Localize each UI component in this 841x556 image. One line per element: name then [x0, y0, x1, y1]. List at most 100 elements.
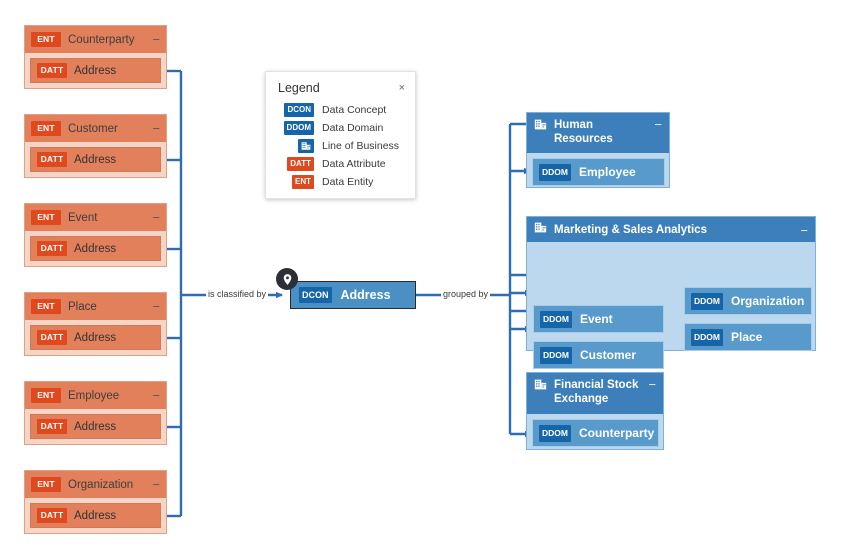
legend-title: Legend — [278, 81, 320, 95]
entity-header[interactable]: ENT Employee − — [25, 382, 166, 409]
close-icon[interactable]: × — [398, 81, 405, 94]
datt-badge: DATT — [37, 62, 67, 79]
entity-card[interactable]: ENT Event − DATT Address — [24, 203, 167, 267]
ddom-badge: DDOM — [283, 121, 314, 135]
entity-card[interactable]: ENT Place − DATT Address — [24, 292, 167, 356]
ent-badge: ENT — [31, 387, 61, 404]
data-domain-node-place[interactable]: DDOM Place — [684, 323, 812, 351]
collapse-toggle[interactable]: − — [152, 477, 160, 492]
line-of-business-financial-stock-exchange[interactable]: Financial Stock Exchange − DDOM Counterp… — [526, 372, 664, 450]
legend-key: DDOM — [278, 121, 314, 135]
attribute-row[interactable]: DATT Address — [30, 58, 161, 83]
attribute-row[interactable]: DATT Address — [30, 236, 161, 261]
data-domain-node-organization[interactable]: DDOM Organization — [684, 287, 812, 315]
data-domain-node-employee[interactable]: DDOM Employee — [532, 158, 665, 186]
entity-title: Organization — [68, 478, 134, 491]
edge-label-grouped-by: grouped by — [441, 289, 491, 300]
data-domain-node-customer[interactable]: DDOM Customer — [533, 341, 664, 369]
lob-header[interactable]: Human Resources − — [527, 113, 669, 153]
dcon-badge: DCON — [299, 287, 332, 303]
ent-badge: ENT — [31, 209, 61, 226]
lob-header[interactable]: Financial Stock Exchange − — [527, 373, 663, 414]
data-domain-label: Employee — [578, 165, 636, 179]
legend-key: DATT — [278, 157, 314, 171]
ent-badge: ENT — [292, 175, 314, 189]
collapse-toggle[interactable]: − — [152, 299, 160, 314]
data-domain-node-event[interactable]: DDOM Event — [533, 305, 664, 333]
legend-label: Line of Business — [322, 140, 400, 152]
legend-header: Legend × — [266, 72, 415, 97]
entity-body: DATT Address — [25, 142, 166, 177]
ddom-badge: DDOM — [540, 310, 572, 328]
datt-badge: DATT — [37, 151, 67, 168]
attribute-label: Address — [74, 420, 117, 433]
collapse-toggle[interactable]: − — [152, 210, 160, 225]
lob-body: DDOM Counterparty — [527, 414, 663, 449]
building-icon — [534, 221, 547, 239]
attribute-row[interactable]: DATT Address — [30, 147, 161, 172]
building-icon — [534, 378, 547, 396]
collapse-toggle[interactable]: − — [648, 377, 656, 392]
legend-key — [278, 139, 314, 153]
attribute-row[interactable]: DATT Address — [30, 503, 161, 528]
entity-header[interactable]: ENT Customer − — [25, 115, 166, 142]
ddom-badge: DDOM — [540, 346, 572, 364]
legend-panel[interactable]: Legend × DCON Data Concept DDOM Data Dom… — [265, 71, 416, 199]
entity-card[interactable]: ENT Organization − DATT Address — [24, 470, 167, 534]
attribute-row[interactable]: DATT Address — [30, 325, 161, 350]
entity-header[interactable]: ENT Organization − — [25, 471, 166, 498]
entity-card[interactable]: ENT Employee − DATT Address — [24, 381, 167, 445]
lob-title: Marketing & Sales Analytics — [554, 224, 707, 236]
entity-card[interactable]: ENT Customer − DATT Address — [24, 114, 167, 178]
collapse-toggle[interactable]: − — [800, 222, 808, 238]
legend-rows: DCON Data Concept DDOM Data Domain — [266, 97, 415, 191]
entity-header[interactable]: ENT Event − — [25, 204, 166, 231]
entity-body: DATT Address — [25, 409, 166, 444]
building-icon — [298, 139, 314, 153]
datt-badge: DATT — [37, 418, 67, 435]
ent-badge: ENT — [31, 476, 61, 493]
legend-label: Data Concept — [322, 104, 387, 116]
entity-title: Event — [68, 211, 98, 224]
line-of-business-human-resources[interactable]: Human Resources − DDOM Employee — [526, 112, 670, 188]
legend-label: Data Attribute — [322, 158, 386, 170]
entity-title: Employee — [68, 389, 120, 402]
legend-item: DATT Data Attribute — [266, 155, 415, 173]
legend-item: ENT Data Entity — [266, 173, 415, 191]
entity-card[interactable]: ENT Counterparty − DATT Address — [24, 25, 167, 89]
ddom-badge: DDOM — [691, 328, 723, 346]
data-domain-node-counterparty[interactable]: DDOM Counterparty — [532, 419, 659, 447]
collapse-toggle[interactable]: − — [152, 32, 160, 47]
attribute-row[interactable]: DATT Address — [30, 414, 161, 439]
lob-header[interactable]: Marketing & Sales Analytics − — [527, 217, 815, 242]
map-pin-icon — [276, 268, 298, 290]
ddom-badge: DDOM — [539, 163, 571, 181]
legend-item: Line of Business — [266, 137, 415, 155]
legend-item: DCON Data Concept — [266, 101, 415, 119]
ddom-badge: DDOM — [539, 424, 571, 442]
entity-header[interactable]: ENT Counterparty − — [25, 26, 166, 53]
dcon-badge: DCON — [284, 103, 314, 117]
building-icon — [534, 118, 547, 136]
entity-body: DATT Address — [25, 231, 166, 266]
entity-title: Customer — [68, 122, 118, 135]
legend-item: DDOM Data Domain — [266, 119, 415, 137]
legend-label: Data Domain — [322, 122, 384, 134]
datt-badge: DATT — [287, 157, 314, 171]
lob-body: DDOM Employee — [527, 153, 669, 187]
collapse-toggle[interactable]: − — [654, 117, 662, 132]
entity-header[interactable]: ENT Place − — [25, 293, 166, 320]
data-concept-node-address[interactable]: DCON Address — [290, 281, 416, 309]
lob-body: DDOM Organization DDOM Event DDOM Place … — [527, 242, 815, 369]
ent-badge: ENT — [31, 120, 61, 137]
edge-label-is-classified-by: is classified by — [206, 289, 269, 300]
collapse-toggle[interactable]: − — [152, 388, 160, 403]
ent-badge: ENT — [31, 298, 61, 315]
data-domain-label: Customer — [579, 348, 636, 362]
data-domain-label: Event — [579, 312, 613, 326]
datt-badge: DATT — [37, 240, 67, 257]
line-of-business-marketing-sales-analytics[interactable]: Marketing & Sales Analytics − DDOM Organ… — [526, 216, 816, 369]
collapse-toggle[interactable]: − — [152, 121, 160, 136]
entity-title: Place — [68, 300, 97, 313]
